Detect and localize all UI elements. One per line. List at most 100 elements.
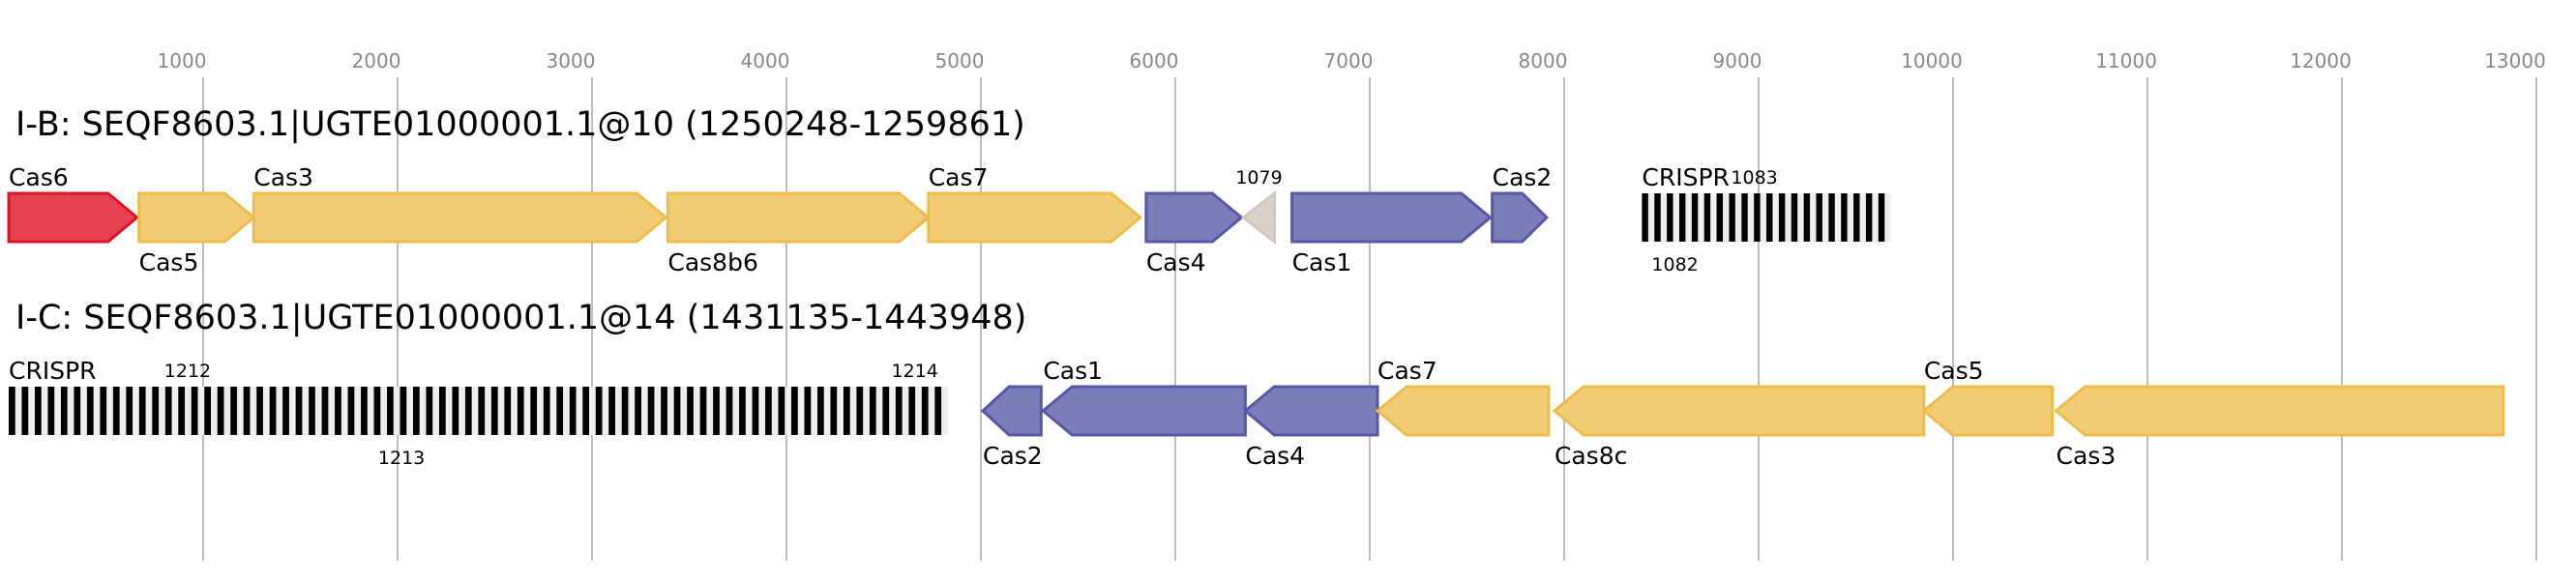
crispr-repeat	[830, 387, 838, 435]
crispr-label: CRISPR	[1642, 163, 1730, 191]
crispr-repeat	[1791, 193, 1798, 242]
tick-label: 7000	[1324, 49, 1374, 72]
crispr-repeat	[530, 387, 538, 435]
crispr-repeat	[1691, 193, 1699, 242]
crispr-repeat	[412, 387, 420, 435]
crispr-repeat	[804, 387, 812, 435]
crispr-repeat	[387, 387, 394, 435]
crispr-repeat	[816, 387, 824, 435]
crispr-repeat	[934, 387, 942, 435]
crispr-id-label: 1083	[1731, 167, 1777, 188]
gene-label: Cas4	[1245, 442, 1305, 470]
crispr-repeat	[269, 387, 277, 435]
gene-label: Cas3	[253, 163, 313, 191]
tick-label: 3000	[547, 49, 596, 72]
crispr-repeat	[582, 387, 590, 435]
crispr-repeat	[490, 387, 498, 435]
crispr-repeat	[661, 387, 667, 435]
crispr-repeat	[321, 387, 329, 435]
crispr-repeat	[164, 387, 172, 435]
gene-arrow-cas5[interactable]	[1921, 385, 2055, 437]
gene-arrow-cas5[interactable]	[137, 191, 256, 244]
gene-arrow-cas3[interactable]	[252, 191, 668, 244]
crispr-repeat	[1741, 193, 1748, 242]
crispr-repeat	[908, 387, 916, 435]
crispr-id-label: 1212	[164, 361, 211, 382]
crispr-repeat	[1841, 193, 1848, 242]
crispr-repeat	[1803, 193, 1811, 242]
gene-arrow-cas7[interactable]	[927, 191, 1143, 244]
crispr-repeat	[1667, 193, 1673, 242]
gene-label: Cas5	[1924, 357, 1984, 385]
gene-label: Cas6	[9, 163, 69, 191]
tick-label: 13000	[2484, 49, 2546, 72]
gene-label: Cas1	[1043, 357, 1103, 385]
tick-label: 2000	[352, 49, 401, 72]
tick-label: 5000	[935, 49, 985, 72]
gene-arrow-cas8b6[interactable]	[666, 191, 932, 244]
tick-label: 12000	[2290, 49, 2352, 72]
crispr-label: CRISPR	[9, 357, 97, 385]
tick-label: 6000	[1130, 49, 1179, 72]
crispr-repeat	[713, 387, 720, 435]
crispr-repeat	[373, 387, 381, 435]
crispr-repeat	[1778, 193, 1786, 242]
gene-label: Cas1	[1292, 248, 1352, 276]
crispr-repeat	[335, 387, 341, 435]
crispr-repeat	[282, 387, 289, 435]
crispr-repeat	[895, 387, 903, 435]
crispr-repeat	[1703, 193, 1711, 242]
crispr-repeat	[556, 387, 564, 435]
tick-label: 4000	[741, 49, 790, 72]
gene-arrow-cas4[interactable]	[1144, 191, 1244, 244]
crispr-repeat	[9, 387, 15, 435]
crispr-repeat	[426, 387, 433, 435]
crispr-repeat	[464, 387, 472, 435]
gene-arrow-cas3[interactable]	[2054, 385, 2505, 437]
crispr-repeat	[478, 387, 486, 435]
crispr-repeat	[595, 387, 603, 435]
crispr-repeat	[1716, 193, 1724, 242]
crispr-repeat	[86, 387, 94, 435]
grid-lines	[202, 77, 2537, 561]
crispr-id-label: 1213	[378, 448, 425, 469]
crispr-repeat	[517, 387, 524, 435]
crispr-repeat	[1654, 193, 1661, 242]
crispr-repeat	[791, 387, 798, 435]
gene-arrow-cas2[interactable]	[980, 385, 1043, 437]
gene-arrow-cas6[interactable]	[7, 191, 140, 244]
crispr-repeat	[1865, 193, 1873, 242]
crispr-repeat	[1729, 193, 1735, 242]
crispr-repeat	[843, 387, 850, 435]
gene-arrow-cas1[interactable]	[1290, 191, 1493, 244]
gene-arrow-1079[interactable]	[1240, 189, 1277, 246]
crispr-repeat	[673, 387, 681, 435]
gene-arrow-cas1[interactable]	[1040, 385, 1247, 437]
gene-arrow-cas4[interactable]	[1243, 385, 1379, 437]
crispr-repeat	[856, 387, 864, 435]
crispr-repeat	[921, 387, 929, 435]
crispr-repeat	[452, 387, 459, 435]
tick-label: 9000	[1713, 49, 1762, 72]
crispr-array[interactable]: CRISPR 1212 1214 1213	[9, 357, 948, 469]
crispr-id-label: 1214	[892, 361, 938, 382]
gene-arrow-cas2[interactable]	[1491, 191, 1550, 244]
crispr-repeat	[243, 387, 251, 435]
gene-label: Cas5	[139, 248, 199, 276]
crispr-repeat	[191, 387, 198, 435]
crispr-repeat	[699, 387, 707, 435]
crispr-repeat	[112, 387, 120, 435]
tick-label: 1000	[158, 49, 207, 72]
gene-label: Cas7	[929, 163, 989, 191]
crispr-repeat	[347, 387, 355, 435]
crispr-repeat	[138, 387, 146, 435]
crispr-repeat	[47, 387, 55, 435]
crispr-repeat	[1678, 193, 1686, 242]
gene-arrow-cas8c[interactable]	[1552, 385, 1926, 437]
crispr-repeat	[204, 387, 211, 435]
gene-arrow-cas7[interactable]	[1375, 385, 1551, 437]
gene-label: Cas7	[1377, 357, 1437, 385]
